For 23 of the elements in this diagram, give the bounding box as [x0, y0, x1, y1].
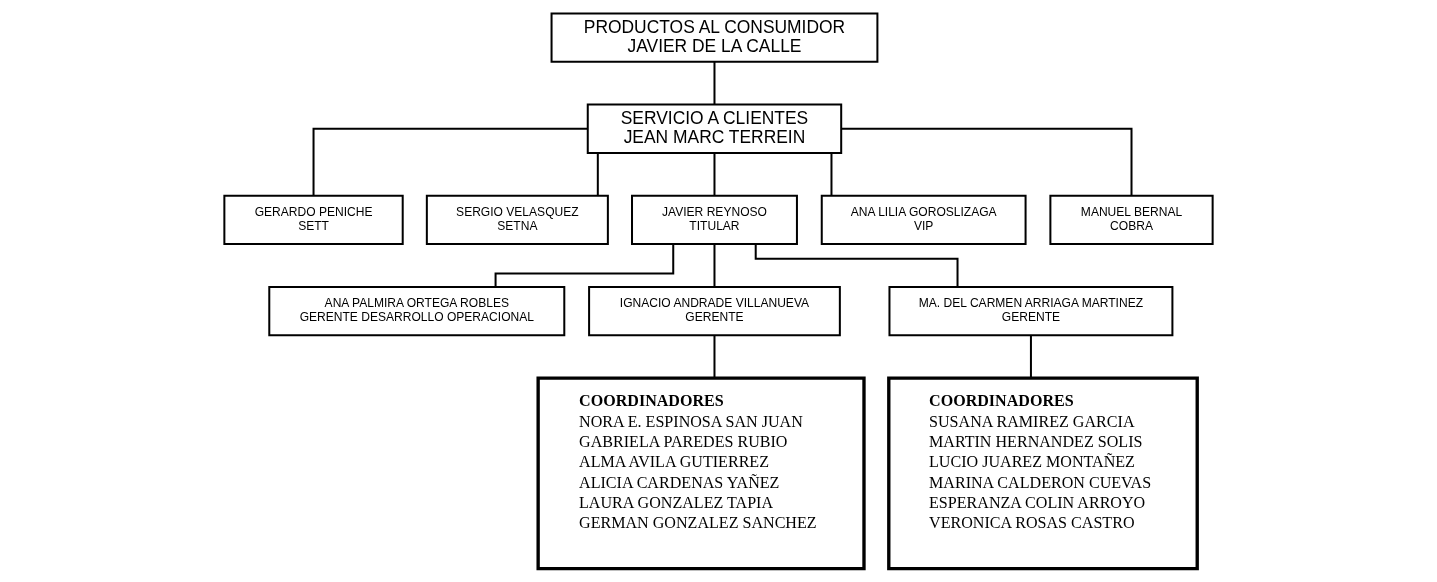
connector [841, 127, 1133, 196]
connector [713, 153, 716, 196]
connector [713, 62, 716, 105]
node-box: ANA PALMIRA ORTEGA ROBLES GERENTE DESARROLLO OPERACIONAL [268, 285, 566, 337]
connector [312, 127, 588, 196]
node-box: MA. DEL CARMEN ARRIAGA MARTINEZ GERENTE [888, 285, 1174, 337]
node-box: JAVIER REYNOSO TITULAR [631, 194, 798, 246]
connector [830, 153, 833, 196]
connector [596, 153, 599, 196]
connector [494, 244, 675, 287]
connector [754, 244, 959, 287]
node-box: PRODUCTOS AL CONSUMIDOR JAVIER DE LA CALLE [550, 12, 879, 63]
node-box: SERVICIO A CLIENTES JEAN MARC TERREIN [586, 103, 843, 154]
connector [713, 244, 716, 287]
node-box: COORDINADORES NORA E. ESPINOSA SAN JUAN GABRIELA PAREDES RUBIO ALMA AVILA GUTIERREZ ALICIA CARDENAS YAÑEZ LAURA GONZALEZ TAPIA GERMAN GONZALEZ SANCHEZ [536, 376, 866, 571]
connector [1029, 335, 1032, 378]
node-box: SERGIO VELASQUEZ SETNA [425, 194, 609, 246]
node-box: COORDINADORES SUSANA RAMIREZ GARCIA MARTIN HERNANDEZ SOLIS LUCIO JUAREZ MONTAÑEZ MARINA CALDERON CUEVAS ESPERANZA COLIN ARROYO VERONICA ROSAS CASTRO [887, 376, 1199, 571]
connector [713, 335, 716, 378]
node-box: ANA LILIA GOROSLIZAGA VIP [820, 194, 1027, 246]
node-box: MANUEL BERNAL COBRA [1049, 194, 1214, 246]
node-box: IGNACIO ANDRADE VILLANUEVA GERENTE [588, 285, 841, 337]
node-box: GERARDO PENICHE SETT [223, 194, 404, 246]
